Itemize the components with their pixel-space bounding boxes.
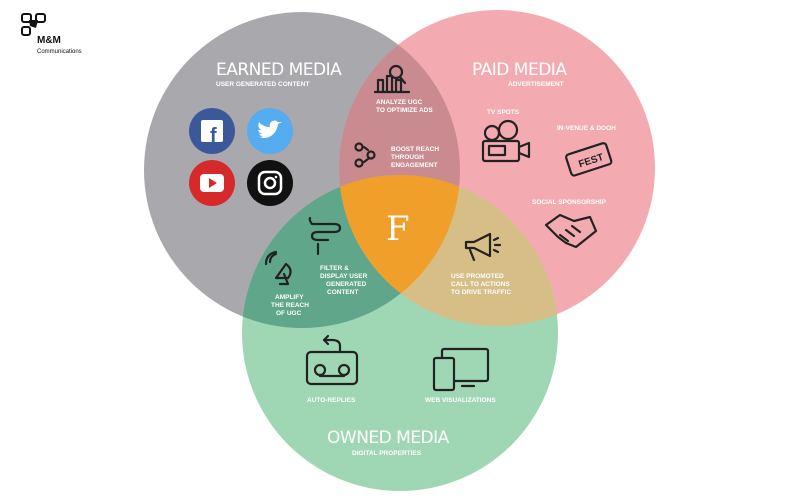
auto-reply-robot-icon bbox=[305, 334, 359, 386]
social-sponsorship-label: SOCIAL SPONSORSHIP bbox=[532, 199, 607, 206]
filter-display-label-4: CONTENT bbox=[327, 289, 358, 296]
company-logo: M&M Communications bbox=[21, 13, 82, 55]
boost-reach-label-3: ENGAGEMENT bbox=[391, 162, 438, 169]
amplify-label-2: THE REACH bbox=[271, 302, 309, 309]
in-venue-dooh-label: IN-VENUE & DOOH bbox=[557, 125, 616, 132]
money-flow-icon bbox=[354, 142, 376, 168]
earned-owned-overlap bbox=[242, 175, 460, 328]
owned-media-title: OWNED MEDIA bbox=[327, 428, 450, 448]
filter-display-label-3: GENERATED bbox=[326, 281, 367, 288]
twitter-icon bbox=[247, 108, 293, 154]
logo-name: M&M bbox=[37, 35, 61, 46]
center-logo-mark: F bbox=[386, 209, 410, 249]
tv-spots-label: TV SPOTS bbox=[487, 109, 520, 116]
boost-reach-label: BOOST REACH bbox=[391, 146, 439, 153]
earned-media-title: EARNED MEDIA bbox=[216, 60, 342, 80]
paid-owned-overlap bbox=[339, 175, 558, 326]
amplify-label: AMPLIFY bbox=[275, 294, 304, 301]
filter-display-label-2: DISPLAY USER bbox=[320, 273, 368, 280]
paid-media-subtitle: ADVERTISEMENT bbox=[508, 81, 564, 88]
analyze-ugc-label-2: TO OPTIMIZE ADS bbox=[376, 107, 433, 114]
video-camera-icon bbox=[481, 119, 531, 163]
owned-media-subtitle: DIGITAL PROPERTIES bbox=[352, 450, 422, 457]
youtube-icon bbox=[189, 160, 235, 206]
svg-text:f: f bbox=[210, 125, 217, 147]
analyze-ugc-label: ANALYZE UGC bbox=[376, 99, 423, 106]
logo-subtitle: Communications bbox=[37, 49, 82, 55]
megaphone-icon bbox=[464, 232, 502, 262]
filter-funnel-icon bbox=[308, 216, 342, 256]
amplify-label-3: OF UGC bbox=[276, 310, 302, 317]
auto-replies-label: AUTO-REPLIES bbox=[307, 397, 356, 404]
handshake-icon bbox=[544, 213, 598, 249]
devices-icon bbox=[432, 347, 490, 392]
earned-media-subtitle: USER GENERATED CONTENT bbox=[216, 81, 309, 88]
satellite-dish-icon bbox=[264, 250, 292, 286]
promoted-cta-label: USE PROMOTED bbox=[451, 273, 504, 280]
instagram-icon bbox=[247, 160, 293, 206]
facebook-icon: f bbox=[189, 108, 235, 154]
paid-media-title: PAID MEDIA bbox=[472, 60, 567, 80]
web-visualizations-label: WEB VISUALIZATIONS bbox=[425, 397, 496, 404]
analytics-magnifier-icon bbox=[373, 64, 411, 94]
boost-reach-label-2: THROUGH bbox=[391, 154, 424, 161]
promoted-cta-label-3: TO DRIVE TRAFFIC bbox=[451, 289, 511, 296]
promoted-cta-label-2: CALL TO ACTIONS bbox=[451, 281, 510, 288]
filter-display-label: FILTER & bbox=[320, 265, 349, 272]
